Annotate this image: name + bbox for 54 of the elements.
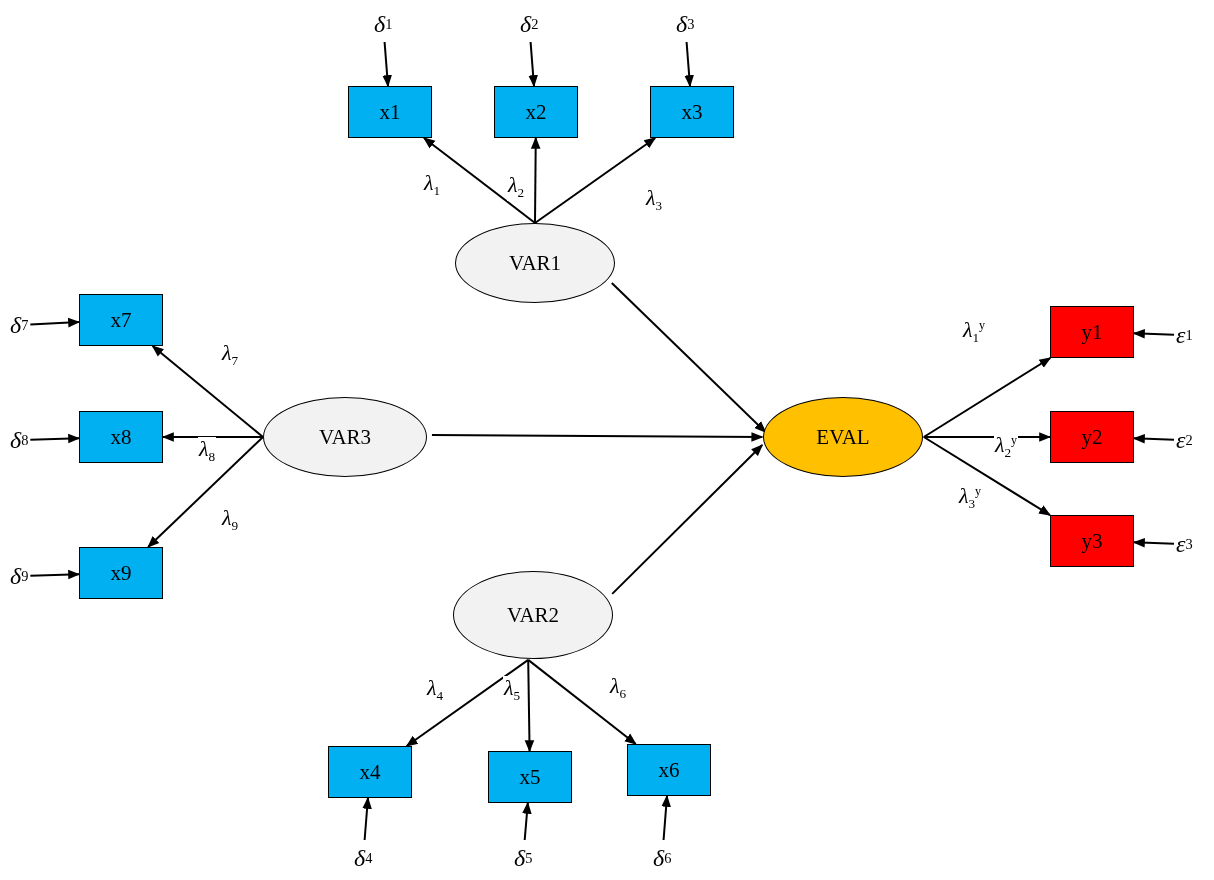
variable-name: VAR3 — [318, 424, 372, 450]
arrow — [528, 41, 538, 88]
variable-name: x4 — [359, 759, 381, 785]
variable-name: x6 — [658, 757, 680, 783]
arrow — [29, 433, 81, 444]
arrow — [684, 41, 694, 88]
variable-name: x1 — [379, 99, 401, 125]
variable-name: EVAL — [816, 424, 870, 450]
variable-name: x2 — [525, 99, 547, 125]
arrow — [611, 444, 764, 595]
arrow — [430, 432, 764, 442]
variable-name: y2 — [1081, 424, 1103, 450]
arrow — [534, 137, 657, 224]
arrow — [922, 436, 1051, 517]
arrow — [922, 357, 1052, 438]
arrow — [161, 432, 264, 442]
arrow — [610, 282, 767, 433]
arrow — [382, 41, 392, 88]
observed-variable-box — [650, 86, 734, 138]
observed-variable-box — [1050, 515, 1134, 567]
observed-variable-box — [79, 294, 163, 346]
variable-name: x8 — [110, 424, 132, 450]
variable-name: VAR2 — [506, 602, 560, 628]
arrow — [29, 317, 81, 328]
variable-name: x5 — [519, 764, 541, 790]
observed-variable-box — [1050, 411, 1134, 463]
variable-name: VAR1 — [508, 250, 562, 276]
observed-variable-box — [328, 746, 412, 798]
arrow — [522, 801, 532, 841]
variable-name: x9 — [110, 560, 132, 586]
arrow — [1132, 537, 1175, 548]
arrow — [405, 658, 530, 747]
arrow — [422, 137, 536, 224]
observed-variable-box — [488, 751, 572, 803]
arrow — [1132, 328, 1175, 339]
observed-variable-box — [627, 744, 711, 796]
arrow — [151, 345, 264, 438]
arrow — [1132, 433, 1175, 444]
arrow — [524, 658, 535, 753]
variable-name: x3 — [681, 99, 703, 125]
variable-name: y3 — [1081, 528, 1103, 554]
observed-variable-box — [348, 86, 432, 138]
arrow — [661, 794, 671, 841]
arrow — [527, 658, 637, 745]
variable-name: y1 — [1081, 319, 1103, 345]
arrow — [147, 436, 264, 548]
observed-variable-box — [79, 411, 163, 463]
arrow — [362, 796, 372, 841]
observed-variable-box — [1050, 306, 1134, 358]
arrow — [530, 136, 541, 224]
observed-variable-box — [494, 86, 578, 138]
observed-variable-box — [79, 547, 163, 599]
variable-name: x7 — [110, 307, 132, 333]
arrow — [29, 569, 81, 580]
